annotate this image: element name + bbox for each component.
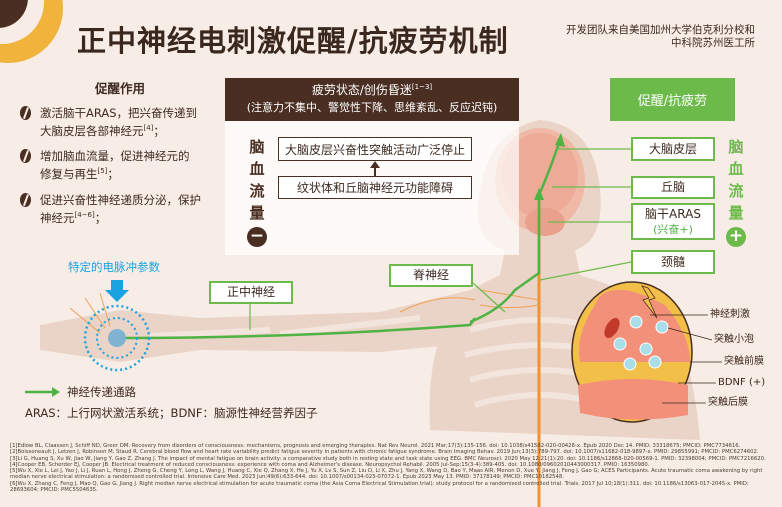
bean-bullet-icon [20,193,31,207]
char: 血 [249,160,265,178]
char: 流 [728,182,744,200]
pulse-arrow-icon [105,280,129,302]
synapse-illustration [571,281,722,423]
legend-path-label: 神经传递通路 [67,385,136,399]
effect-text: 增加脑血流量，促进神经元的 [40,149,190,163]
reference-item: [3]Li G, Huang S, Xu W, Jiao W, Jiang Y,… [10,455,766,462]
synapse-label-vesicle: 突触小泡 [714,334,754,345]
fatigue-state-header: 疲劳状态/创伤昏迷[1~3] (注意力不集中、警觉性下降、思维紊乱、反应迟钝) [225,78,519,121]
abbreviation-note: ARAS：上行网状激活系统；BDNF：脑源性神经营养因子 [25,406,318,420]
effect-item: 增加脑血流量，促进神经元的修复与再生[5]； [20,147,225,183]
label-cortex: 大脑皮层 [631,137,715,161]
ref-mark: [4] [143,124,154,133]
effects-heading: 促醒作用 [94,81,145,96]
synapse-label-bdnf: BDNF (+) [718,377,766,388]
effect-text: 修复与再生 [40,167,98,181]
fatigue-title: 疲劳状态/创伤昏迷 [311,83,412,97]
minus-icon: − [247,227,267,247]
brainstem-sub: (兴奋+) [653,222,693,236]
pulse-parameter-label: 特定的电脉冲参数 [68,260,160,274]
reference-item: [2]Boissoneault J, Letzen J, Robinson M,… [10,449,759,456]
credit-line-2: 中科院苏州医工所 [671,37,755,49]
blood-flow-decrease: 脑血流量 − [247,136,267,247]
char: 脑 [728,138,744,156]
ref-mark: [4~6] [74,211,95,220]
char: 量 [249,204,265,222]
cortex-stop-box: 大脑皮层兴奋性突触活动广泛停止 [278,137,472,161]
reference-item: [6]Wu X, Zhang C, Feng J, Mao Q, Gao G, … [10,480,749,494]
striatum-dysfunction-box: 纹状体和丘脑神经元功能障碍 [278,176,472,199]
reference-item: [4]Cooper EB, Scherder EJ, Cooper JB. El… [10,461,650,468]
effect-text: 大脑皮层各部神经元 [40,124,144,138]
up-arrow-icon [374,166,376,176]
credit-line-1: 开发团队来自美国加州大学伯克利分校和 [566,24,755,36]
label-brainstem: 脑干ARAS(兴奋+) [631,203,715,240]
synapse-label-stimulus: 神经刺激 [710,309,750,320]
label-thalamus: 丘脑 [631,176,715,199]
references: [1]Edlow BL, Claassen J, Schiff ND, Gree… [10,443,775,493]
char: 流 [249,182,265,200]
bean-bullet-icon [20,106,31,120]
plus-icon: + [726,227,746,247]
brainstem-text: 脑干ARAS [645,206,701,221]
effect-item: 促进兴奋性神经递质分泌，保护神经元[4~6]； [20,191,225,227]
punct: ； [94,211,107,225]
blood-flow-increase: 脑血流量 + [726,136,746,247]
fatigue-symptoms: (注意力不集中、警觉性下降、思维紊乱、反应迟钝) [246,101,498,114]
punct: ； [107,167,119,181]
stimulation-ring-icon [83,304,151,372]
effect-item: 激活脑干ARAS，把兴奋传递到大脑皮层各部神经元[4]； [20,104,225,140]
effect-text: 激活脑干ARAS，把兴奋传递到 [40,106,198,120]
ref-mark: [1~3] [411,83,433,91]
nerve-pathway-arrow [119,317,477,340]
reference-item: [1]Edlow BL, Claassen J, Schiff ND, Gree… [10,443,741,449]
label-cervical: 颈髓 [631,250,715,274]
char: 脑 [249,138,265,156]
reference-item: [5]Wu X, Xie L, Lei J, Yao J, Li J, Ruan… [10,468,763,481]
effect-text: 促进兴奋性神经递质分泌，保护 [40,193,201,207]
bean-bullet-icon [20,149,31,163]
awake-header: 促醒/抗疲劳 [610,78,735,121]
lightning-icon [641,285,658,319]
page-title: 正中神经电刺激促醒/抗疲劳机制 [77,24,509,58]
effect-text: 神经元 [40,211,75,225]
label-spinal-nerve: 脊神经 [389,264,473,287]
label-median-nerve: 正中神经 [209,281,293,304]
ref-mark: [5] [97,167,108,176]
arm-silhouette [40,290,480,362]
synapse-label-postsynaptic: 突触后膜 [708,397,748,408]
punct: ； [153,124,165,138]
synapse-label-presynaptic: 突触前膜 [724,356,764,367]
char: 血 [728,160,744,178]
char: 量 [728,204,744,222]
